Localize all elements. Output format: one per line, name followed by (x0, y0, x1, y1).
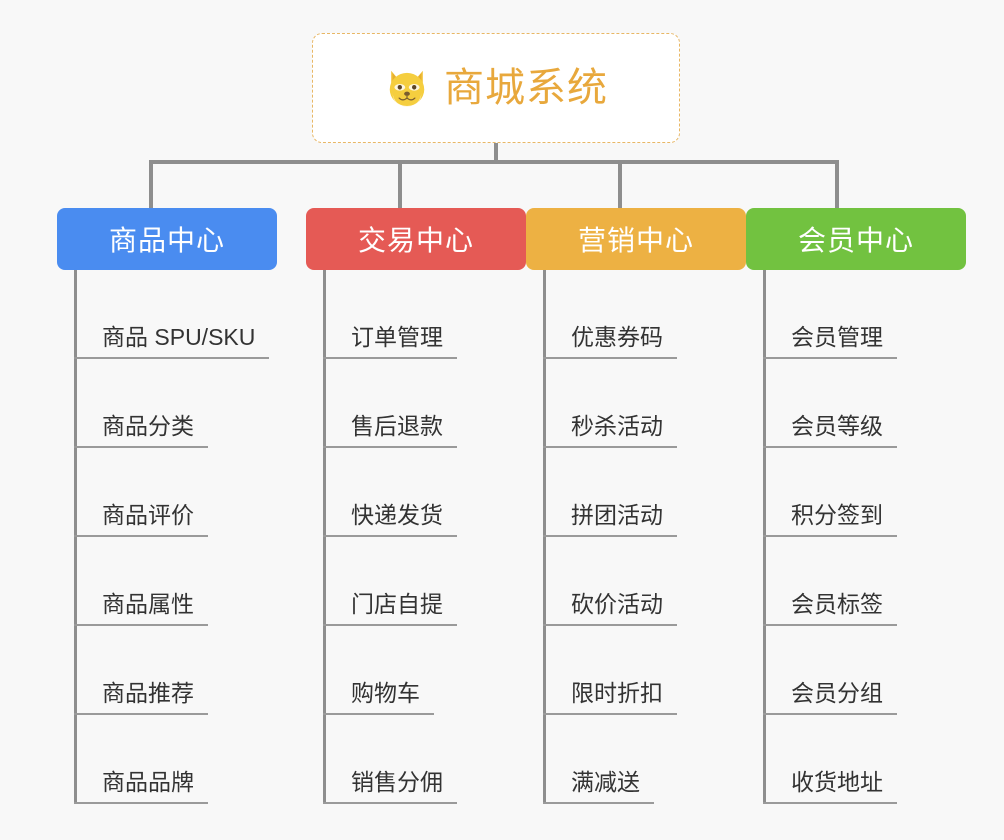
leaf-label: 订单管理 (323, 324, 457, 359)
list-item[interactable]: 商品属性 (57, 537, 277, 626)
connector-root-stem (494, 143, 498, 164)
list-item[interactable]: 砍价活动 (526, 537, 746, 626)
category-label: 交易中心 (357, 225, 474, 256)
leaf-label: 会员标签 (763, 591, 897, 626)
list-item[interactable]: 门店自提 (306, 537, 526, 626)
list-item[interactable]: 优惠券码 (526, 270, 746, 359)
list-item[interactable]: 售后退款 (306, 359, 526, 448)
list-item[interactable]: 商品品牌 (57, 715, 277, 804)
category-box-marketing-center[interactable]: 营销中心 (526, 208, 746, 270)
category-box-product-center[interactable]: 商品中心 (57, 208, 277, 270)
branch-column-member-center: 会员中心 会员管理 会员等级 积分签到 会员标签 会员分组 收货地址 (746, 208, 966, 804)
leaf-label: 商品属性 (74, 591, 208, 626)
dog-face-icon (384, 65, 430, 111)
branch-column-product-center: 商品中心 商品 SPU/SKU 商品分类 商品评价 商品属性 商品推荐 商品品牌 (57, 208, 277, 804)
list-item[interactable]: 收货地址 (746, 715, 966, 804)
leaf-label: 拼团活动 (543, 502, 677, 537)
list-item[interactable]: 销售分佣 (306, 715, 526, 804)
leaf-label: 门店自提 (323, 591, 457, 626)
branch-spine (763, 270, 766, 804)
leaf-label: 快递发货 (323, 502, 457, 537)
branch-column-trade-center: 交易中心 订单管理 售后退款 快递发货 门店自提 购物车 销售分佣 (306, 208, 526, 804)
connector-drop-2 (398, 160, 402, 208)
branch-spine (543, 270, 546, 804)
leaf-label: 商品推荐 (74, 680, 208, 715)
list-item[interactable]: 会员标签 (746, 537, 966, 626)
list-item[interactable]: 商品分类 (57, 359, 277, 448)
leaf-list: 优惠券码 秒杀活动 拼团活动 砍价活动 限时折扣 满减送 (526, 270, 746, 804)
list-item[interactable]: 商品评价 (57, 448, 277, 537)
leaf-label: 商品 SPU/SKU (74, 324, 270, 359)
leaf-label: 商品分类 (74, 413, 208, 448)
leaf-label: 满减送 (543, 769, 654, 804)
leaf-list: 商品 SPU/SKU 商品分类 商品评价 商品属性 商品推荐 商品品牌 (57, 270, 277, 804)
connector-drop-1 (149, 160, 153, 208)
leaf-label: 砍价活动 (543, 591, 677, 626)
leaf-label: 销售分佣 (323, 769, 457, 804)
branch-spine (74, 270, 77, 804)
leaf-label: 商品评价 (74, 502, 208, 537)
root-title: 商城系统 (444, 66, 608, 110)
category-label: 营销中心 (577, 225, 694, 256)
root-node[interactable]: 商城系统 (312, 33, 680, 143)
branch-column-marketing-center: 营销中心 优惠券码 秒杀活动 拼团活动 砍价活动 限时折扣 满减送 (526, 208, 746, 804)
list-item[interactable]: 会员分组 (746, 626, 966, 715)
category-label: 会员中心 (797, 225, 914, 256)
leaf-label: 会员分组 (763, 680, 897, 715)
list-item[interactable]: 积分签到 (746, 448, 966, 537)
leaf-list: 订单管理 售后退款 快递发货 门店自提 购物车 销售分佣 (306, 270, 526, 804)
leaf-list: 会员管理 会员等级 积分签到 会员标签 会员分组 收货地址 (746, 270, 966, 804)
leaf-label: 会员管理 (763, 324, 897, 359)
list-item[interactable]: 订单管理 (306, 270, 526, 359)
list-item[interactable]: 快递发货 (306, 448, 526, 537)
leaf-label: 积分签到 (763, 502, 897, 537)
leaf-label: 会员等级 (763, 413, 897, 448)
list-item[interactable]: 限时折扣 (526, 626, 746, 715)
list-item[interactable]: 商品推荐 (57, 626, 277, 715)
connector-drop-3 (618, 160, 622, 208)
category-box-member-center[interactable]: 会员中心 (746, 208, 966, 270)
leaf-label: 购物车 (323, 680, 434, 715)
list-item[interactable]: 商品 SPU/SKU (57, 270, 277, 359)
leaf-label: 优惠券码 (543, 324, 677, 359)
leaf-label: 秒杀活动 (543, 413, 677, 448)
list-item[interactable]: 会员等级 (746, 359, 966, 448)
list-item[interactable]: 购物车 (306, 626, 526, 715)
leaf-label: 收货地址 (763, 769, 897, 804)
list-item[interactable]: 秒杀活动 (526, 359, 746, 448)
list-item[interactable]: 拼团活动 (526, 448, 746, 537)
leaf-label: 售后退款 (323, 413, 457, 448)
leaf-label: 限时折扣 (543, 680, 677, 715)
connector-drop-4 (835, 160, 839, 208)
category-box-trade-center[interactable]: 交易中心 (306, 208, 526, 270)
leaf-label: 商品品牌 (74, 769, 208, 804)
category-label: 商品中心 (108, 225, 225, 256)
list-item[interactable]: 满减送 (526, 715, 746, 804)
list-item[interactable]: 会员管理 (746, 270, 966, 359)
branch-spine (323, 270, 326, 804)
connector-horizontal-bus (149, 160, 835, 164)
